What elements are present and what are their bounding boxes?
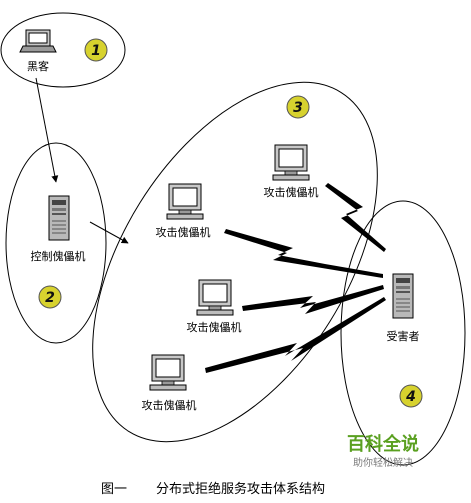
zombie-left-monitor-icon <box>166 183 204 220</box>
control-region <box>5 142 107 344</box>
badge-1: 1 <box>84 38 108 62</box>
zombie-top-label: 攻击傀儡机 <box>264 185 319 199</box>
victim-label: 受害者 <box>387 329 420 343</box>
hacker-to-control-arrow <box>35 77 59 183</box>
attack-bolt-left <box>224 229 383 278</box>
figure-title: 分布式拒绝服务攻击体系结构 <box>156 481 325 497</box>
zombie-mid-label: 攻击傀儡机 <box>187 320 242 334</box>
watermark-main: 百科全说 <box>347 433 419 455</box>
watermark-sub: 助你轻松解决 <box>353 456 413 469</box>
control-label: 控制傀儡机 <box>31 249 86 263</box>
attack-bolt-mid <box>242 285 384 314</box>
figure-number: 图一 <box>101 482 127 497</box>
zombie-mid-monitor-icon <box>196 279 234 316</box>
svg-text:4: 4 <box>405 389 416 405</box>
badge-2: 2 <box>38 285 62 309</box>
svg-text:3: 3 <box>293 100 303 116</box>
victim-server-icon <box>392 273 414 319</box>
watermark: 百科全说 助你轻松解决 <box>347 433 419 469</box>
svg-text:1: 1 <box>91 43 101 59</box>
hacker-region <box>0 12 126 88</box>
hacker-label: 黑客 <box>27 59 49 73</box>
zombie-left-label: 攻击傀儡机 <box>156 225 211 239</box>
badge-3: 3 <box>286 95 310 119</box>
attack-bolt-top <box>325 183 386 252</box>
zombie-bottom-monitor-icon <box>149 354 187 391</box>
svg-text:2: 2 <box>45 290 55 306</box>
zombie-bottom-label: 攻击傀儡机 <box>142 398 197 412</box>
control-to-zombies-arrow <box>89 221 129 244</box>
zombie-top-monitor-icon <box>272 144 310 181</box>
victim-region <box>340 200 466 466</box>
laptop-icon <box>19 29 57 53</box>
badge-4: 4 <box>399 384 423 408</box>
zombie-region <box>92 81 378 443</box>
control-server-icon <box>48 195 70 241</box>
attack-bolt-bottom <box>205 297 386 373</box>
